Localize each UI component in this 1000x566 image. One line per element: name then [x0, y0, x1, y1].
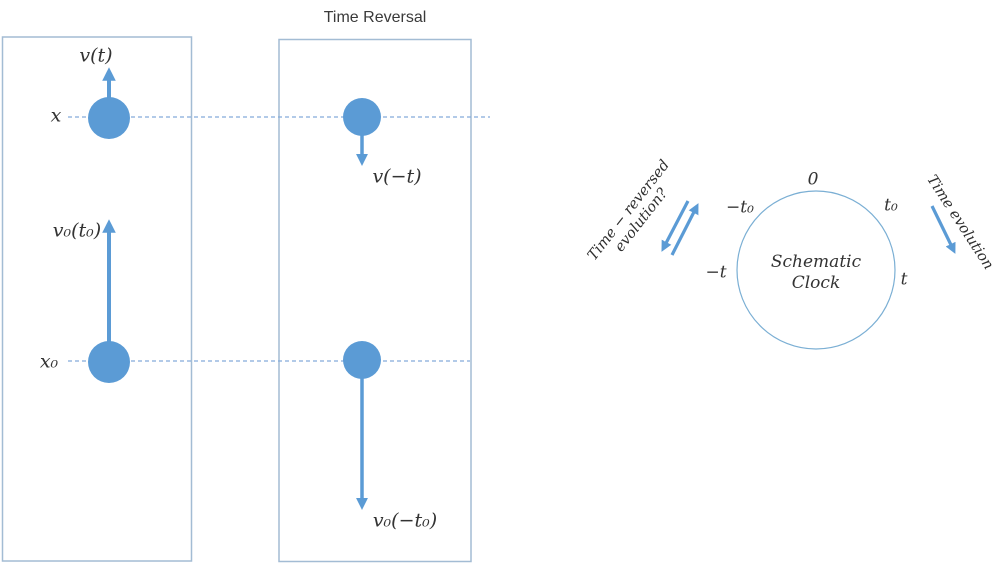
clock-caption-line2: Clock — [791, 273, 841, 293]
ball-reversed-top — [343, 98, 381, 136]
time-reversal-title: Time Reversal — [323, 9, 427, 27]
clock-caption: Schematic Clock — [771, 252, 861, 295]
ball-forward-top — [88, 97, 130, 139]
label-x0: x₀ — [39, 350, 59, 373]
label-v0-of-minus-t0: v₀(−t₀) — [372, 509, 438, 532]
label-v-of-minus-t: v(−t) — [372, 165, 422, 188]
reversed-evolution-arrow-up — [670, 203, 699, 256]
reversed-evolution-arrow-down — [661, 200, 690, 252]
time-evolution-arrow — [930, 205, 956, 254]
clock-tick-t: t — [900, 269, 908, 290]
ball-forward-bottom — [88, 341, 130, 383]
label-v0-of-t0: v₀(t₀) — [52, 219, 102, 242]
label-v-of-t: v(t) — [79, 44, 113, 67]
label-x: x — [50, 104, 62, 127]
clock-circle — [736, 190, 896, 350]
clock-tick-minus-t: −t — [705, 262, 727, 283]
clock-tick-zero: 0 — [807, 169, 819, 190]
clock-tick-t0: t₀ — [884, 195, 898, 216]
ball-reversed-bottom — [343, 341, 381, 379]
clock-caption-line1: Schematic — [770, 251, 862, 272]
clock-tick-minus-t0: −t₀ — [726, 197, 754, 218]
